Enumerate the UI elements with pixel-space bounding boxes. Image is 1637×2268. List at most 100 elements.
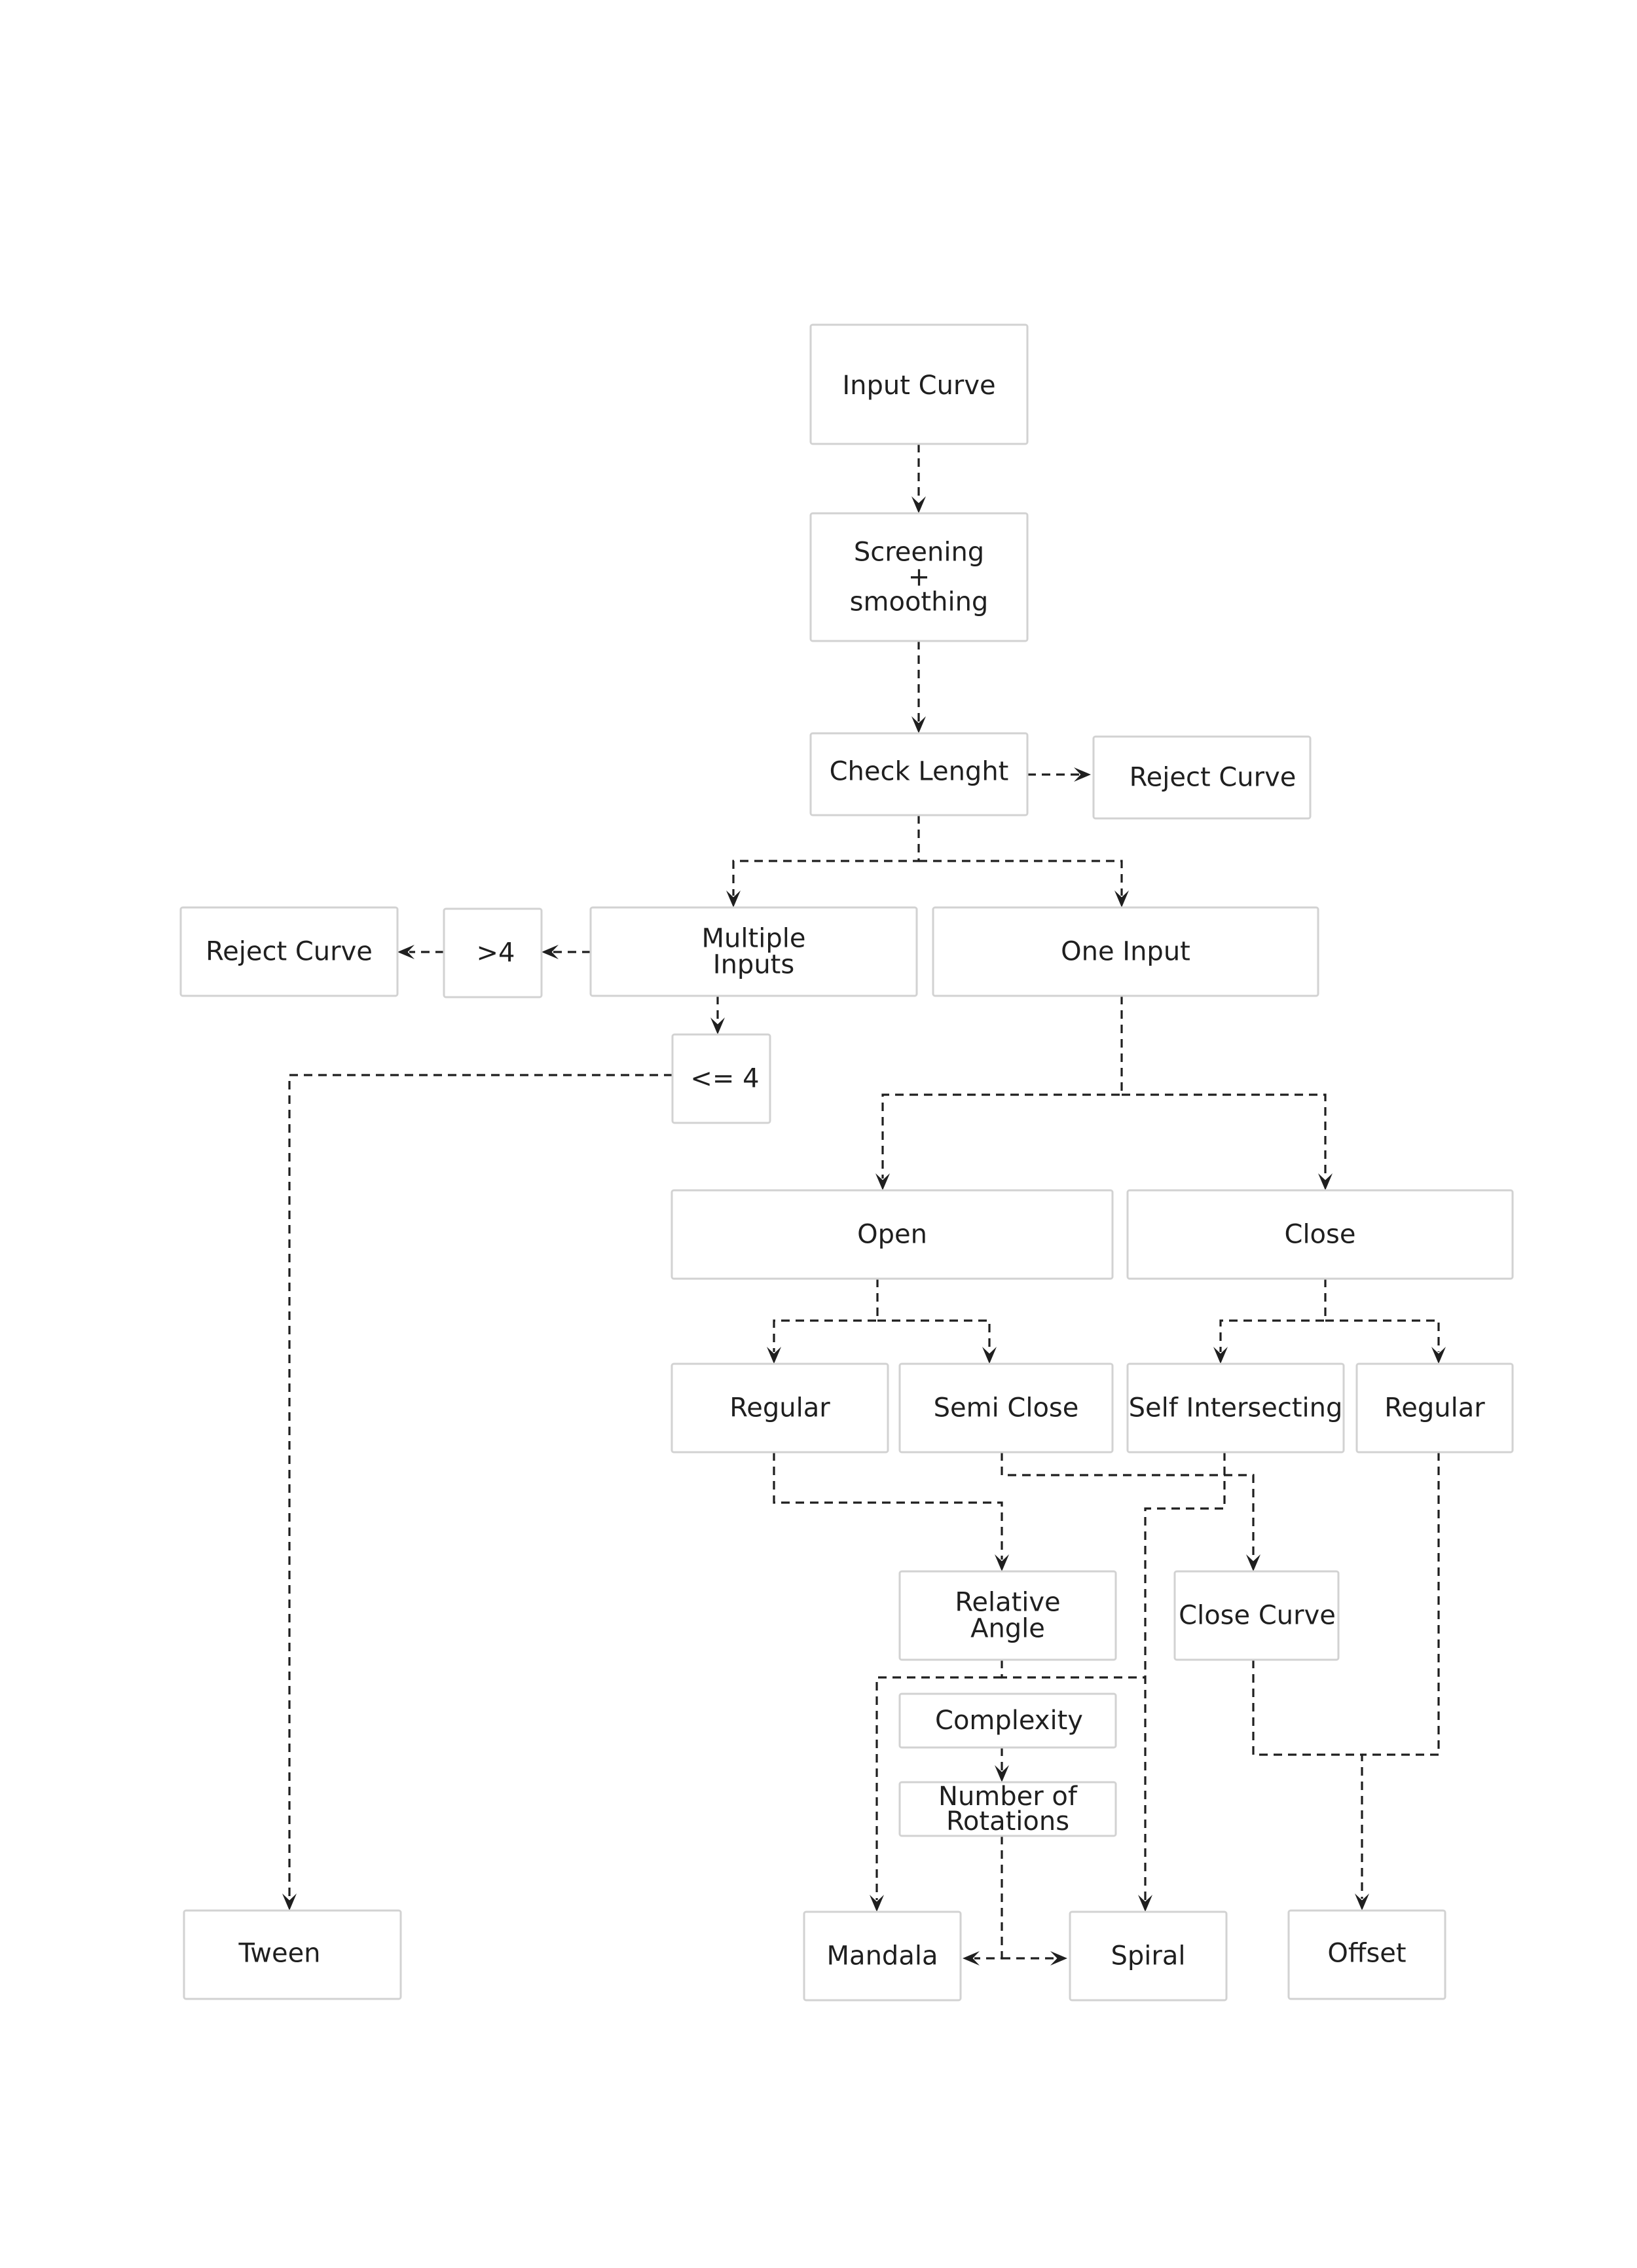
node-offset: Offset bbox=[1287, 1909, 1446, 2000]
connector-open-to-semi-close bbox=[877, 1319, 997, 1364]
node-regular-open-label: Regular bbox=[729, 1393, 830, 1423]
connectors bbox=[282, 444, 1446, 1966]
connector-multiple-inputs-to-gt4 bbox=[542, 945, 591, 959]
connector-screening-to-check-length bbox=[911, 641, 926, 733]
connector-check-length-to-multiple-inputs bbox=[726, 815, 920, 907]
node-multiple-inputs-box bbox=[589, 906, 918, 997]
node-self-intersecting: Self Intersecting bbox=[1126, 1363, 1345, 1454]
node-input-curve-label: Input Curve bbox=[842, 371, 995, 401]
connector-open-to-semi-close-line bbox=[877, 1319, 991, 1352]
node-gt4-label: >4 bbox=[477, 938, 515, 968]
connector-check-length-to-reject-curve-right bbox=[1027, 767, 1091, 782]
connector-relative-angle-to-mandala bbox=[1001, 1660, 1145, 1679]
connector-check-length-to-one-input-arrowhead bbox=[1114, 890, 1129, 907]
connector-regular-close-to-offset-line bbox=[1362, 1452, 1440, 1756]
node-reject-curve-right-box bbox=[1092, 735, 1312, 820]
node-regular-close-label: Regular bbox=[1384, 1393, 1485, 1423]
connector-check-length-to-multiple-inputs-line bbox=[732, 815, 920, 896]
node-reject-curve-right-label: Reject Curve bbox=[1130, 763, 1297, 793]
connector-screening-to-check-length-arrowhead bbox=[911, 716, 926, 733]
connector-self-intersecting-to-spiral-arrowhead bbox=[1138, 1895, 1152, 1912]
node-complexity: Complexity bbox=[898, 1692, 1117, 1749]
connector-relative-angle-to-mandala-arrowhead bbox=[870, 1895, 884, 1912]
connector-regular-open-to-relative-angle bbox=[773, 1452, 1009, 1571]
node-semi-close: Semi Close bbox=[898, 1363, 1114, 1454]
node-open-box bbox=[671, 1189, 1114, 1280]
node-semi-close-label: Semi Close bbox=[934, 1393, 1079, 1423]
connector-one-input-to-open bbox=[875, 996, 1123, 1190]
connector-relative-angle-to-mandala-line bbox=[1001, 1660, 1145, 1679]
node-gt4: >4 bbox=[443, 907, 543, 998]
node-multiple-inputs-label: Inputs bbox=[713, 950, 794, 980]
connector-close-to-regular-close-arrowhead bbox=[1431, 1347, 1446, 1364]
connector-complexity-to-rotations bbox=[995, 1747, 1009, 1782]
node-multiple-inputs-label: Multiple bbox=[702, 924, 806, 954]
connector-rotations-to-spiral bbox=[1002, 1951, 1067, 1966]
connector-close-to-regular-close bbox=[1325, 1319, 1446, 1364]
connector-rotations-to-mandala bbox=[963, 1836, 1003, 1966]
connector-close-to-regular-close-line bbox=[1325, 1319, 1440, 1352]
connector-one-input-to-open-line bbox=[881, 996, 1123, 1179]
node-lte4-box bbox=[671, 1033, 771, 1124]
connector-complexity-to-rotations-arrowhead bbox=[995, 1765, 1009, 1782]
connector-self-intersecting-to-spiral bbox=[1138, 1452, 1226, 1912]
node-gt4-box bbox=[443, 907, 543, 998]
connector-open-to-regular-open-arrowhead bbox=[767, 1347, 781, 1364]
node-reject-curve-left-box bbox=[179, 906, 399, 997]
connector-rotations-to-spiral-arrowhead bbox=[1050, 1951, 1067, 1966]
connector-open-to-regular-open-line bbox=[773, 1279, 879, 1352]
node-one-input: One Input bbox=[932, 906, 1319, 997]
node-regular-close: Regular bbox=[1355, 1363, 1514, 1454]
node-rotations-label: Rotations bbox=[946, 1806, 1069, 1837]
connector-semi-close-to-close-curve-arrowhead bbox=[1246, 1554, 1260, 1571]
connector-close-to-self-intersecting-line bbox=[1219, 1279, 1327, 1352]
node-reject-curve-left-label: Reject Curve bbox=[206, 937, 373, 967]
node-mandala-box bbox=[803, 1911, 962, 2002]
node-relative-angle-box bbox=[898, 1570, 1117, 1661]
node-complexity-box bbox=[898, 1692, 1117, 1749]
connector-gt4-to-reject-curve-left-arrowhead bbox=[397, 945, 414, 959]
node-screening: Screening+smoothing bbox=[809, 512, 1029, 642]
connector-close-curve-to-offset-arrowhead bbox=[1355, 1893, 1369, 1911]
connector-gt4-to-reject-curve-left bbox=[397, 945, 444, 959]
connector-rotations-to-mandala-line bbox=[974, 1836, 1003, 1960]
node-lte4-label: <= 4 bbox=[690, 1064, 759, 1094]
connector-close-curve-to-offset-line bbox=[1252, 1660, 1363, 1899]
node-spiral-box bbox=[1069, 1911, 1228, 2002]
node-regular-open-box bbox=[671, 1363, 889, 1454]
connector-close-curve-to-offset bbox=[1252, 1660, 1369, 1911]
connector-lte4-to-tween-line bbox=[288, 1074, 672, 1899]
node-rotations-label: Number of bbox=[938, 1782, 1078, 1812]
connector-one-input-to-open-arrowhead bbox=[875, 1173, 890, 1190]
node-open: Open bbox=[671, 1189, 1114, 1280]
node-close-curve: Close Curve bbox=[1173, 1570, 1340, 1661]
connector-regular-close-to-offset bbox=[1362, 1452, 1440, 1756]
node-tween-box bbox=[183, 1909, 402, 2000]
node-reject-curve-right: Reject Curve bbox=[1092, 735, 1312, 820]
node-close-curve-label: Close Curve bbox=[1179, 1601, 1336, 1631]
connector-check-length-to-multiple-inputs-arrowhead bbox=[726, 890, 741, 907]
connector-open-to-semi-close-arrowhead bbox=[982, 1347, 997, 1364]
node-input-curve-box bbox=[809, 323, 1029, 445]
node-tween-label: Tween bbox=[238, 1939, 320, 1969]
node-offset-box bbox=[1287, 1909, 1446, 2000]
node-spiral-label: Spiral bbox=[1111, 1941, 1186, 1971]
connector-check-length-to-reject-curve-right-arrowhead bbox=[1074, 767, 1091, 782]
node-complexity-label: Complexity bbox=[935, 1706, 1083, 1736]
connector-regular-open-to-relative-angle-arrowhead bbox=[995, 1554, 1009, 1571]
connector-close-to-self-intersecting bbox=[1213, 1279, 1327, 1364]
node-mandala: Mandala bbox=[803, 1911, 962, 2002]
node-check-length-box bbox=[809, 732, 1029, 816]
node-close-box bbox=[1126, 1189, 1514, 1280]
connector-lte4-to-tween bbox=[282, 1074, 672, 1911]
connector-lte4-to-tween-arrowhead bbox=[282, 1893, 297, 1911]
connector-self-intersecting-to-spiral-line bbox=[1144, 1452, 1226, 1900]
node-tween: Tween bbox=[183, 1909, 402, 2000]
node-check-length: Check Lenght bbox=[809, 732, 1029, 816]
connector-multiple-inputs-to-lte4 bbox=[710, 996, 725, 1034]
node-offset-label: Offset bbox=[1327, 1939, 1406, 1969]
node-spiral: Spiral bbox=[1069, 1911, 1228, 2002]
connector-one-input-to-close-arrowhead bbox=[1318, 1173, 1333, 1190]
